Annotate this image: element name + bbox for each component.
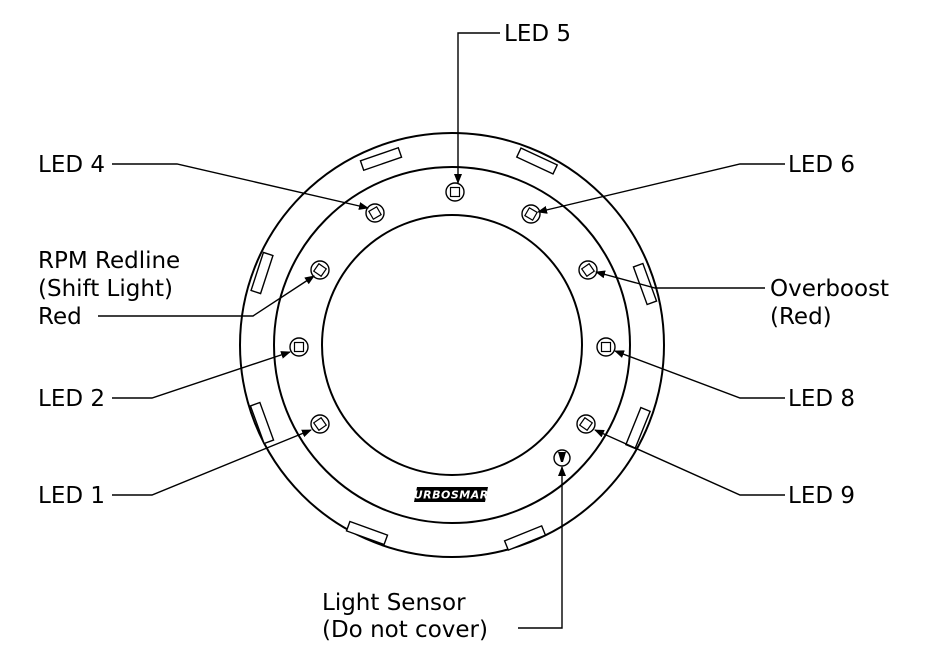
label-overboost-line1: Overboost [770,276,889,302]
bezel-slot [359,146,403,172]
light-sensor [553,449,571,467]
led-overboost [578,260,598,280]
leader-overboost [595,270,765,289]
bezel-slot [249,401,275,445]
bezel-slot [515,147,559,175]
led-6 [521,204,541,224]
leader-rpm [98,275,315,317]
label-rpm-line1: RPM Redline [38,248,180,274]
leader-led8 [614,350,785,399]
outer-bezel-ring [239,132,665,558]
leader-led2 [112,351,291,399]
label-sensor-line2: (Do not cover) [322,617,488,643]
label-led9: LED 9 [788,483,855,509]
led-ring [273,166,631,524]
led-2 [289,337,309,357]
bezel-slot [632,262,658,306]
label-rpm-line3: Red [38,304,82,330]
svg-text:TURBOSMART: TURBOSMART [406,489,497,502]
turbosmart-logo: TURBOSMART [406,487,497,502]
label-led4: LED 4 [38,152,105,178]
leader-lines [98,32,785,629]
leader-led1 [112,429,312,496]
label-overboost-line2: (Red) [770,304,832,330]
leader-led5 [454,32,500,184]
label-led8: LED 8 [788,386,855,412]
leader-led6 [537,163,785,214]
gauge-body: TURBOSMART [239,132,665,558]
led-rpm-redline [310,260,330,280]
led-4 [365,203,385,223]
label-led2: LED 2 [38,386,105,412]
label-led5: LED 5 [504,21,571,47]
leader-led4 [112,163,369,210]
led-8 [596,337,616,357]
bezel-slot [503,524,547,552]
label-rpm-line2: (Shift Light) [38,276,173,302]
led-5 [445,182,465,202]
led-1 [310,414,330,434]
gauge-face [321,214,583,476]
label-led6: LED 6 [788,152,855,178]
bezel-slot [250,251,274,295]
bezel-slots [249,146,658,552]
bezel-slot [345,520,389,546]
label-led1: LED 1 [38,483,105,509]
leader-sensor [518,466,566,629]
led-9 [576,414,596,434]
leader-led9 [594,429,785,496]
callout-labels: LED 5 LED 4 LED 6 RPM Redline (Shift Lig… [38,21,889,643]
label-sensor-line1: Light Sensor [322,590,466,616]
